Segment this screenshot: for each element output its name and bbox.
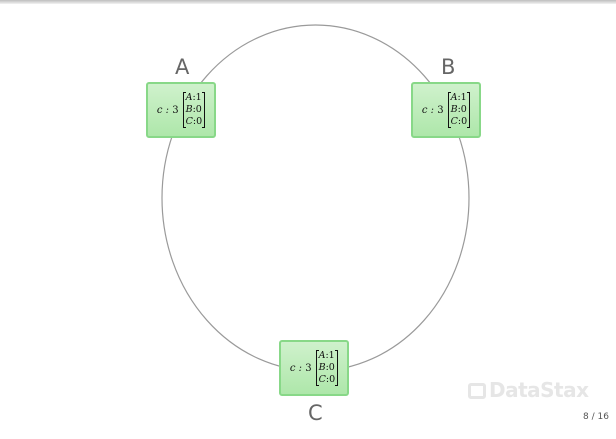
node-a-box: c : 3 A:1 B:0 C:0: [146, 82, 216, 138]
vector-entry: A:1: [185, 92, 202, 103]
node-c-label: C: [308, 401, 323, 425]
vector-entry: B:0: [450, 104, 467, 115]
node-b-counter: c : 3: [421, 104, 444, 116]
vector-entry: B:0: [185, 104, 202, 115]
vector-entry: C:0: [318, 374, 336, 385]
node-c-vector: A:1 B:0 C:0: [315, 350, 339, 386]
node-c-box: c : 3 A:1 B:0 C:0: [279, 340, 349, 396]
ring-ellipse: [161, 24, 470, 372]
vector-entry: C:0: [450, 116, 468, 127]
top-divider: [0, 0, 616, 4]
vector-entry: A:1: [318, 350, 335, 361]
vector-entry: B:0: [318, 362, 335, 373]
node-b-box: c : 3 A:1 B:0 C:0: [411, 82, 481, 138]
datastax-watermark: DataStax: [468, 378, 589, 402]
node-b-label: B: [441, 55, 456, 79]
node-a-label: A: [175, 55, 190, 79]
node-a-counter: c : 3: [156, 104, 179, 116]
page-number: 8 / 16: [583, 412, 609, 422]
node-b-vector: A:1 B:0 C:0: [447, 92, 471, 128]
node-a-vector: A:1 B:0 C:0: [182, 92, 206, 128]
node-c-counter: c : 3: [289, 362, 312, 374]
datastax-logo-icon: [468, 383, 486, 399]
vector-entry: A:1: [450, 92, 467, 103]
vector-entry: C:0: [185, 116, 203, 127]
